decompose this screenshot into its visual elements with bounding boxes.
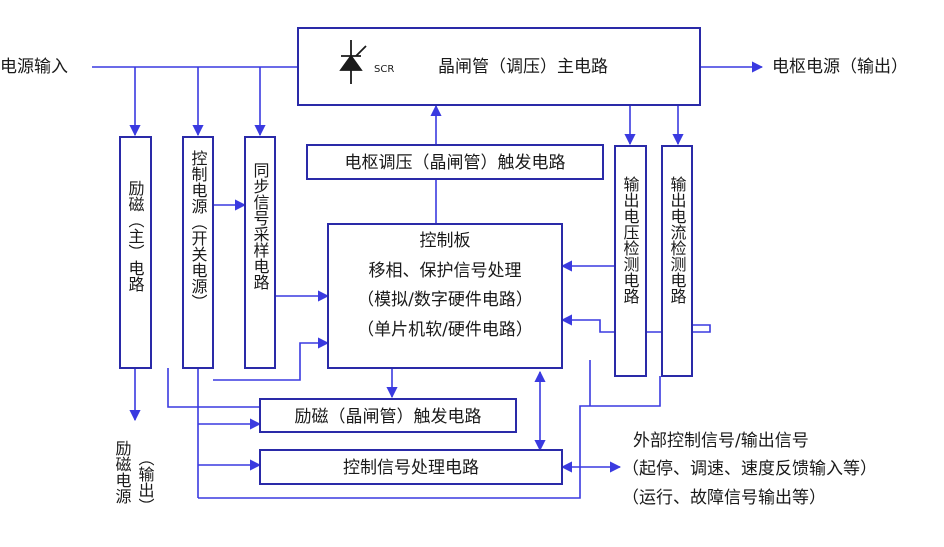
excitation-main-label: 励磁（主）电路 [126,180,145,292]
control-board-title: 控制板 [420,231,471,251]
excitation-trigger-label: 励磁（晶闸管）触发电路 [295,407,482,427]
signal-processing-label: 控制信号处理电路 [343,458,479,478]
external-signals-line3: （运行、故障信号输出等） [622,488,826,508]
main-circuit-title: 晶闸管（调压）主电路 [438,57,608,77]
external-signals-line1: 外部控制信号/输出信号 [633,431,809,451]
signal-processing-box [259,449,563,485]
excitation-output-line1: （输出） [136,450,155,514]
wires [92,61,764,499]
sync-sampling-box [244,136,276,369]
input-label: 电源输入 [0,57,68,77]
excitation-output-line2: 励磁电源 [113,440,132,505]
armature-trigger-label: 电枢调压（晶闸管）触发电路 [345,153,566,173]
main-circuit-box [297,27,701,106]
voltage-detect-label: 输出电压检测电路 [621,176,640,304]
control-board-line4: （单片机软/硬件电路） [357,320,533,340]
external-signals-line2: （起停、调速、速度反馈输入等） [622,459,877,479]
current-detect-box [661,145,693,377]
sync-sampling-label: 同步信号采样电路 [251,162,270,290]
scr-icon [339,40,367,84]
armature-trigger-box [306,144,604,180]
control-power-box [182,136,214,369]
excitation-main-box [119,136,152,369]
current-detect-label: 输出电流检测电路 [668,176,687,304]
scr-label: SCR [374,64,394,75]
voltage-detect-box [614,145,647,377]
control-board-line3: （模拟/数字硬件电路） [357,290,533,310]
control-power-label: 控制电源（开关电源） [189,150,208,310]
control-board-line2: 移相、保护信号处理 [369,261,522,281]
output-label: 电枢电源（输出） [772,57,908,77]
control-board-box [327,223,563,369]
excitation-trigger-box [259,398,517,433]
